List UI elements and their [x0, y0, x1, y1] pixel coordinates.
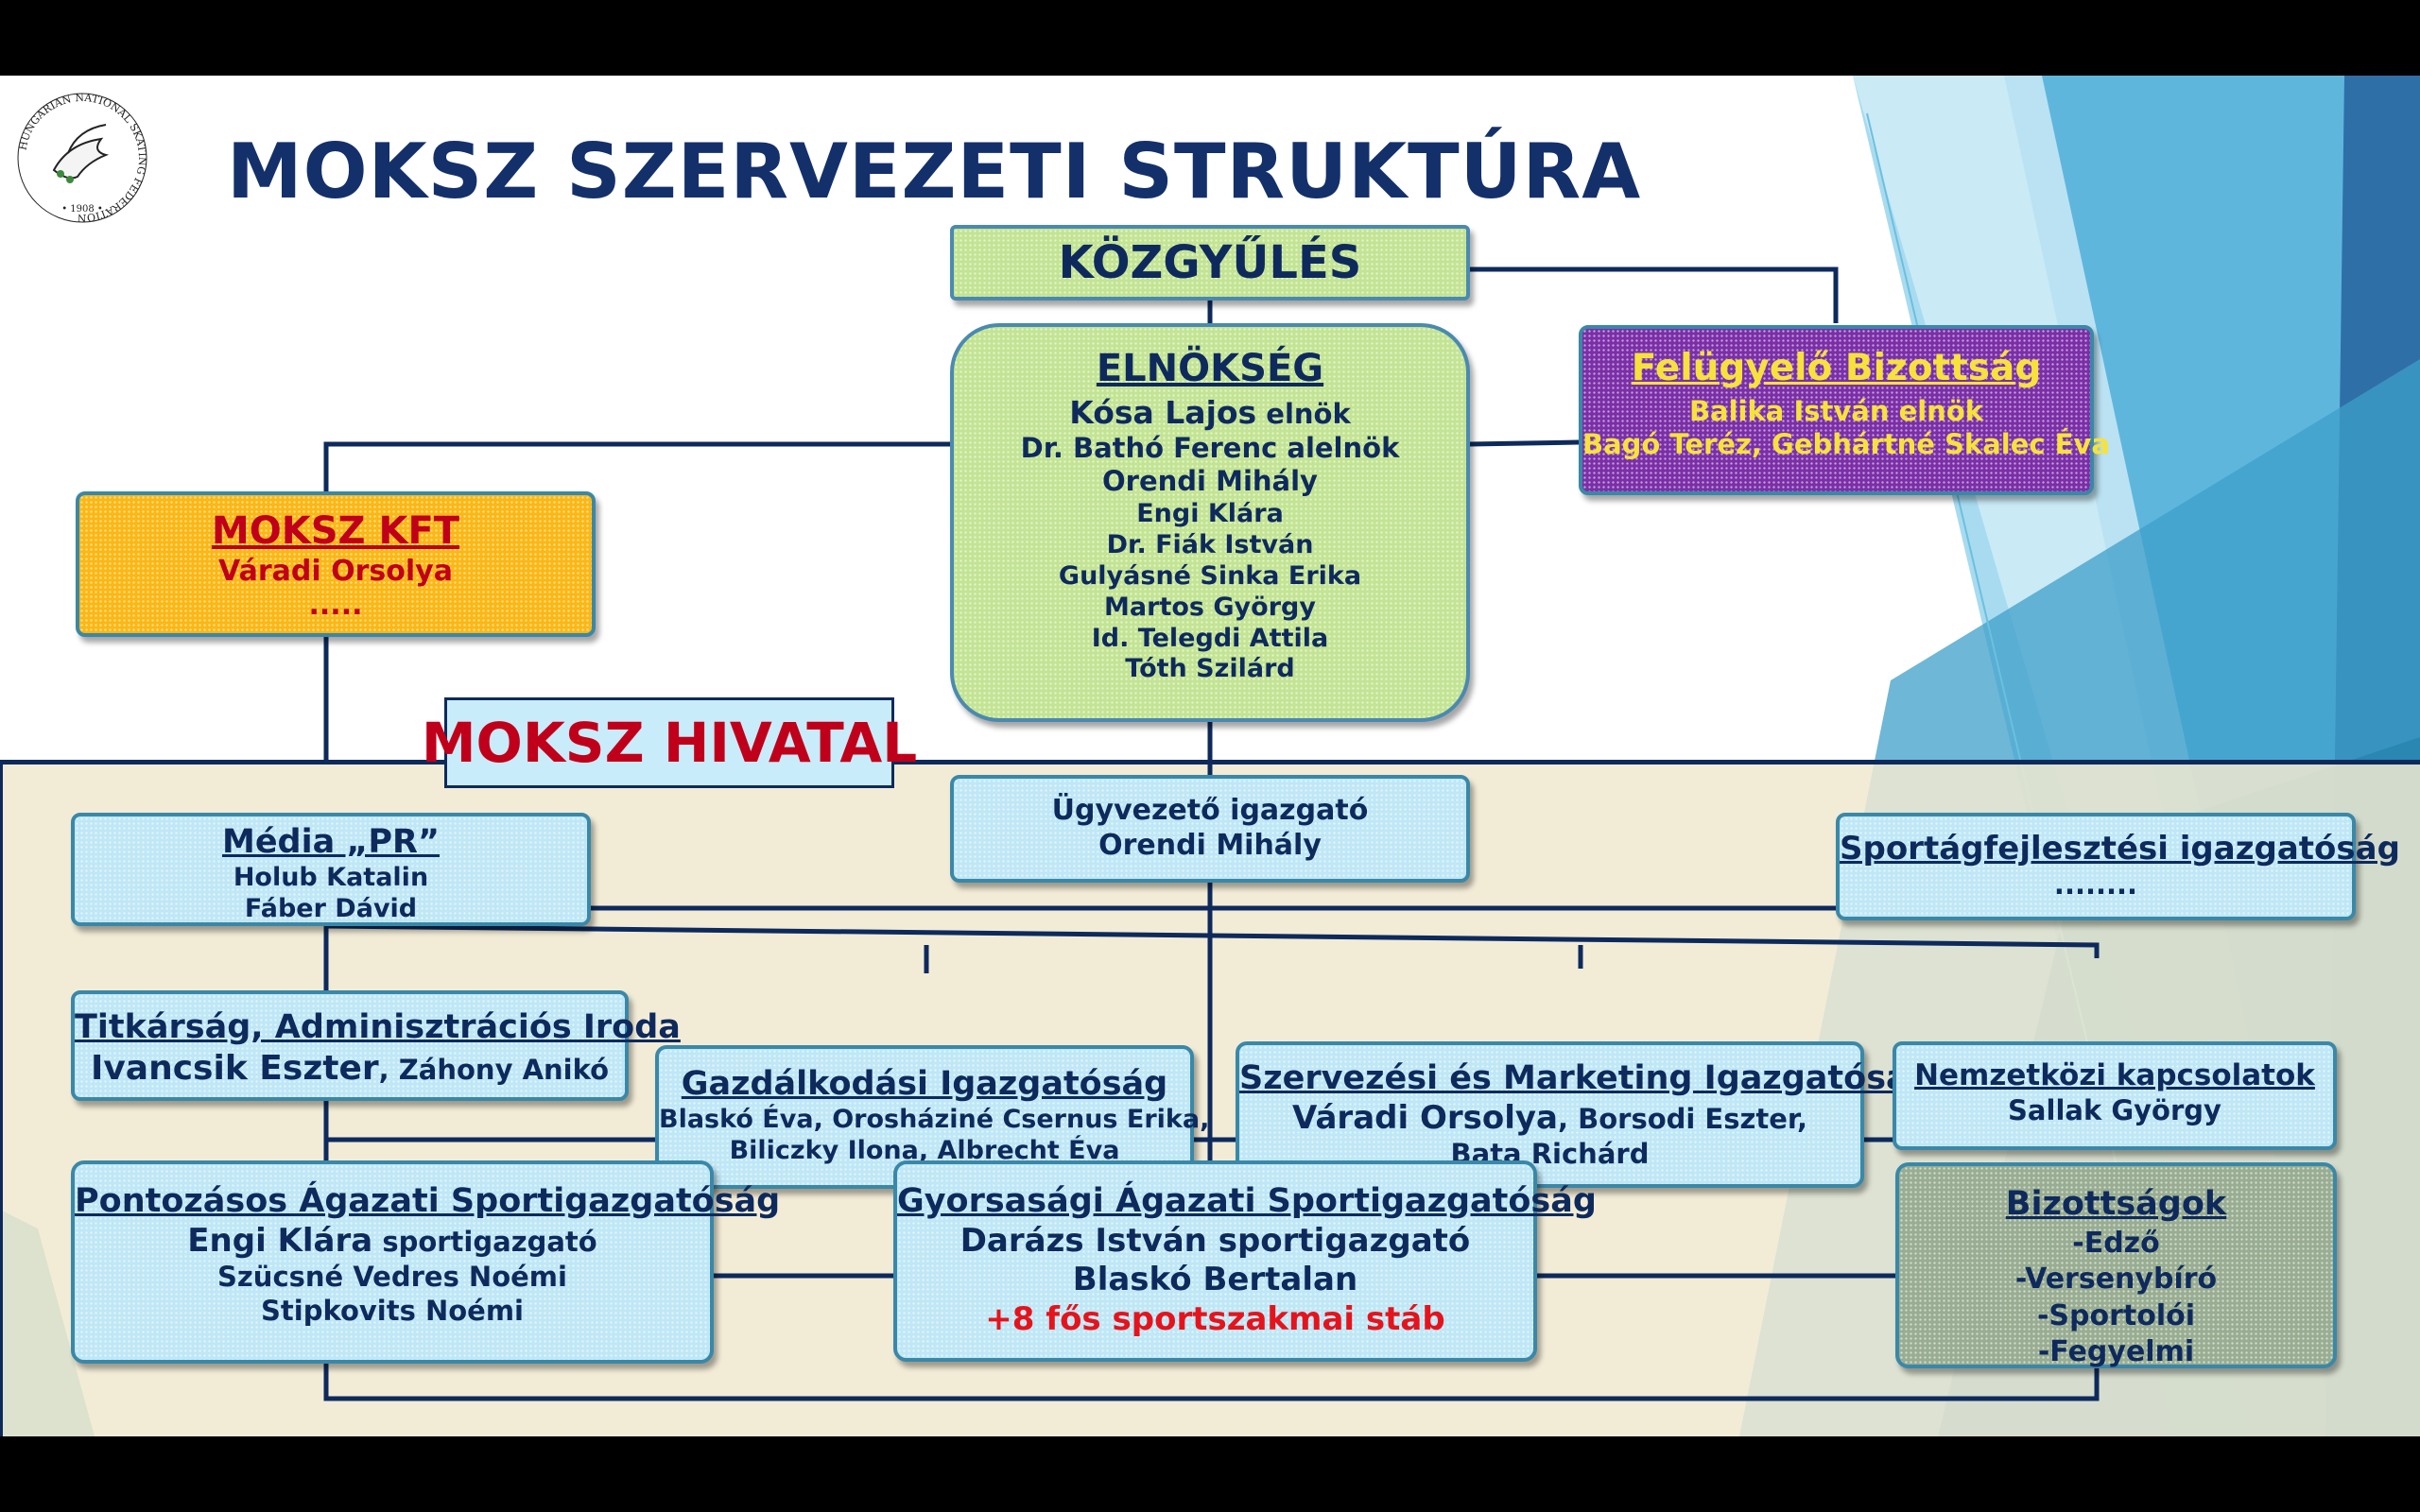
titkarsag-people: Ivancsik Eszter, Záhony Anikó: [75, 1048, 625, 1090]
pontozasos-title: Pontozásos Ágazati Sportigazgatóság: [75, 1182, 781, 1220]
titkarsag-name: Ivancsik Eszter: [90, 1048, 379, 1088]
elnokseg-box: ELNÖKSÉG Kósa Lajos elnök Dr. Bathó Fere…: [950, 323, 1470, 722]
pontozasos-name: Engi Klára: [187, 1221, 373, 1260]
bird-emblem-icon: [52, 124, 110, 183]
elnokseg-title: ELNÖKSÉG: [1096, 347, 1324, 390]
gazdalkodasi-line1: Blaskó Éva, Orosháziné Csernus Erika,: [659, 1104, 1210, 1134]
moksz-hivatal-label: MOKSZ HIVATAL: [422, 697, 917, 788]
nemzetkozi-kapcsolatok-box: Nemzetközi kapcsolatok Sallak György: [1893, 1041, 2337, 1150]
pontozasos-box: Pontozásos Ágazati Sportigazgatóság Engi…: [71, 1160, 781, 1364]
kft-line2: .....: [308, 589, 363, 623]
bizottsagok-item: -Sportolói: [2036, 1298, 2196, 1332]
ugyvezeto-line2: Orendi Mihály: [1098, 828, 1322, 862]
kft-line1: Váradi Orsolya: [218, 554, 453, 588]
felugyelo-line2: Bagó Teréz, Gebhártné Skalec Éva: [1582, 427, 2110, 460]
president-name: Kósa Lajos: [1069, 393, 1257, 431]
bizottsagok-item: -Versenybíró: [2014, 1263, 2218, 1297]
gyorsasagi-line3: +8 fős sportszakmai stáb: [985, 1299, 1445, 1338]
szervezesi-name: Váradi Orsolya: [1292, 1098, 1558, 1137]
elnokseg-member: Dr. Fiák István: [1106, 529, 1314, 559]
elnokseg-member: Tóth Szilárd: [1125, 654, 1295, 684]
media-pr-box: Média „PR” Holub Katalin Fáber Dávid: [71, 813, 591, 926]
media-line1: Holub Katalin: [233, 862, 429, 892]
ugyvezeto-line1: Ügyvezető igazgató: [1051, 794, 1369, 827]
elnokseg-member: Gulyásné Sinka Erika: [1058, 560, 1362, 591]
president-role: elnök: [1256, 397, 1351, 430]
ugyvezeto-box: Ügyvezető igazgató Orendi Mihály: [950, 775, 1470, 883]
elnokseg-member: Engi Klára: [1136, 498, 1284, 528]
sportagfejlesztesi-box: Sportágfejlesztési igazgatóság ........: [1836, 813, 2400, 920]
bizottsagok-box: Bizottságok -Edző -Versenybíró -Sportoló…: [1895, 1162, 2337, 1368]
szervezesi-rest: , Borsodi Eszter,: [1558, 1102, 1807, 1135]
pontozasos-line3: Stipkovits Noémi: [261, 1294, 524, 1327]
bizottsagok-item: -Edző: [2072, 1226, 2160, 1260]
pontozasos-line2: Szücsné Vedres Noémi: [217, 1261, 567, 1294]
nemzetkozi-title: Nemzetközi kapcsolatok: [1914, 1058, 2315, 1092]
moksz-kft-box: MOKSZ KFT Váradi Orsolya .....: [76, 491, 596, 637]
titkarsag-title: Titkárság, Adminisztrációs Iroda: [75, 1008, 681, 1046]
elnokseg-president: Kósa Lajos elnök: [954, 394, 1466, 432]
gazdalkodasi-line2: Biliczky Ilona, Albrecht Éva: [729, 1135, 1120, 1165]
gyorsasagi-box: Gyorsasági Ágazati Sportigazgatóság Dará…: [893, 1160, 1597, 1362]
slide: HUNGARIAN NATIONAL SKATING FEDERATION • …: [0, 76, 2420, 1436]
nemzetkozi-line1: Sallak György: [2008, 1093, 2221, 1126]
elnokseg-member: Id. Telegdi Attila: [1091, 623, 1329, 653]
kozgyules-box: KÖZGYŰLÉS: [950, 225, 1470, 301]
felugyelo-bizottsag-box: Felügyelő Bizottság Balika István elnök …: [1579, 325, 2110, 495]
logo-year: • 1908 •: [61, 204, 103, 215]
gyorsasagi-title: Gyorsasági Ágazati Sportigazgatóság: [897, 1182, 1597, 1220]
media-line2: Fáber Dávid: [244, 893, 418, 923]
elnokseg-member: Martos György: [1104, 592, 1316, 622]
szervezesi-title: Szervezési és Marketing Igazgatóság: [1239, 1059, 1932, 1097]
pontozasos-role: sportigazgató: [372, 1225, 597, 1258]
gyorsasagi-line2: Blaskó Bertalan: [1072, 1261, 1358, 1299]
bizottsagok-title: Bizottságok: [2005, 1185, 2227, 1223]
elnokseg-member: Dr. Bathó Ferenc alelnök: [1020, 432, 1400, 465]
page-title: MOKSZ SZERVEZETI STRUKTÚRA: [227, 128, 1642, 215]
sportag-title: Sportágfejlesztési igazgatóság: [1840, 830, 2400, 868]
media-title: Média „PR”: [221, 823, 441, 861]
kozgyules-label: KÖZGYŰLÉS: [1058, 235, 1362, 289]
felugyelo-line1: Balika István elnök: [1688, 394, 1984, 427]
gazdalkodasi-title: Gazdálkodási Igazgatóság: [681, 1065, 1168, 1103]
kft-title: MOKSZ KFT: [211, 509, 460, 553]
gyorsasagi-line1: Darázs István sportigazgató: [959, 1221, 1471, 1260]
pontozasos-lead: Engi Klára sportigazgató: [75, 1222, 710, 1261]
felugyelo-title: Felügyelő Bizottság: [1631, 347, 2042, 389]
sportag-line1: ........: [2053, 868, 2138, 902]
szervezesi-people: Váradi Orsolya, Borsodi Eszter,: [1239, 1099, 1860, 1138]
elnokseg-member: Orendi Mihály: [1102, 465, 1318, 498]
titkarsag-rest: , Záhony Anikó: [378, 1053, 610, 1086]
federation-logo: HUNGARIAN NATIONAL SKATING FEDERATION • …: [16, 92, 148, 224]
bizottsagok-item: -Fegyelmi: [2037, 1334, 2195, 1368]
titkarsag-box: Titkárság, Adminisztrációs Iroda Ivancsi…: [71, 990, 681, 1101]
